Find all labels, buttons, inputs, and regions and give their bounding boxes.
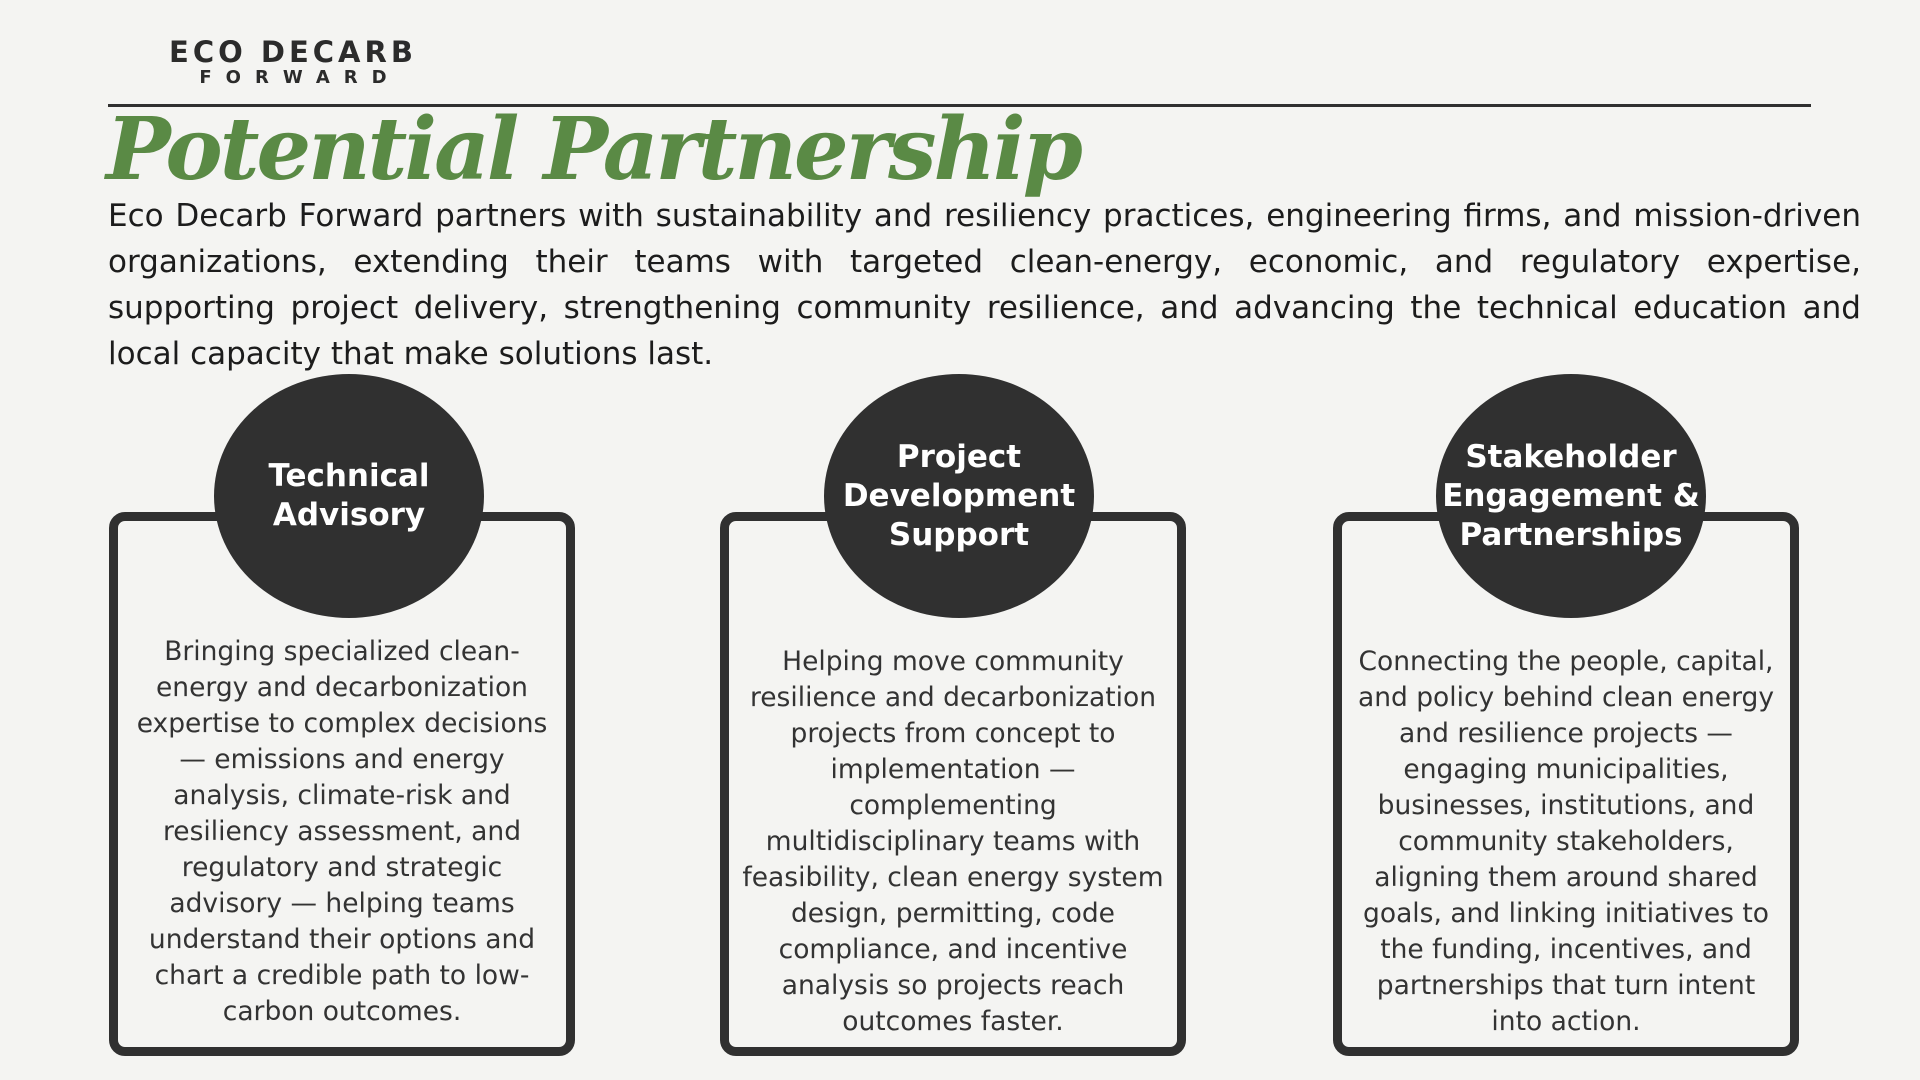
card-body: Bringing specialized clean-energy and de…	[136, 636, 548, 1027]
brand-logo-line1: ECO DECARB	[169, 35, 417, 69]
card-heading-technical-advisory: Technical Advisory	[214, 374, 484, 618]
card-technical-advisory: Bringing specialized clean-energy and de…	[109, 512, 575, 1056]
card-heading-text: Stakeholder Engagement & Partnerships	[1442, 438, 1700, 553]
brand-logo: ECO DECARB FORWARD	[168, 36, 418, 88]
card-heading-stakeholder-engagement: Stakeholder Engagement & Partnerships	[1436, 374, 1706, 618]
card-heading-text: Project Development Support	[842, 438, 1076, 553]
card-stakeholder-engagement: Connecting the people, capital, and poli…	[1333, 512, 1799, 1056]
brand-logo-line2: FORWARD	[199, 67, 401, 88]
card-body: Helping move community resilience and de…	[742, 646, 1164, 1037]
intro-paragraph: Eco Decarb Forward partners with sustain…	[108, 198, 1861, 372]
card-body: Connecting the people, capital, and poli…	[1357, 646, 1775, 1037]
card-heading-text: Technical Advisory	[268, 458, 430, 533]
card-heading-project-development-support: Project Development Support	[824, 374, 1094, 618]
page-title: Potential Partnership	[106, 99, 1083, 200]
header-divider	[108, 104, 1811, 107]
